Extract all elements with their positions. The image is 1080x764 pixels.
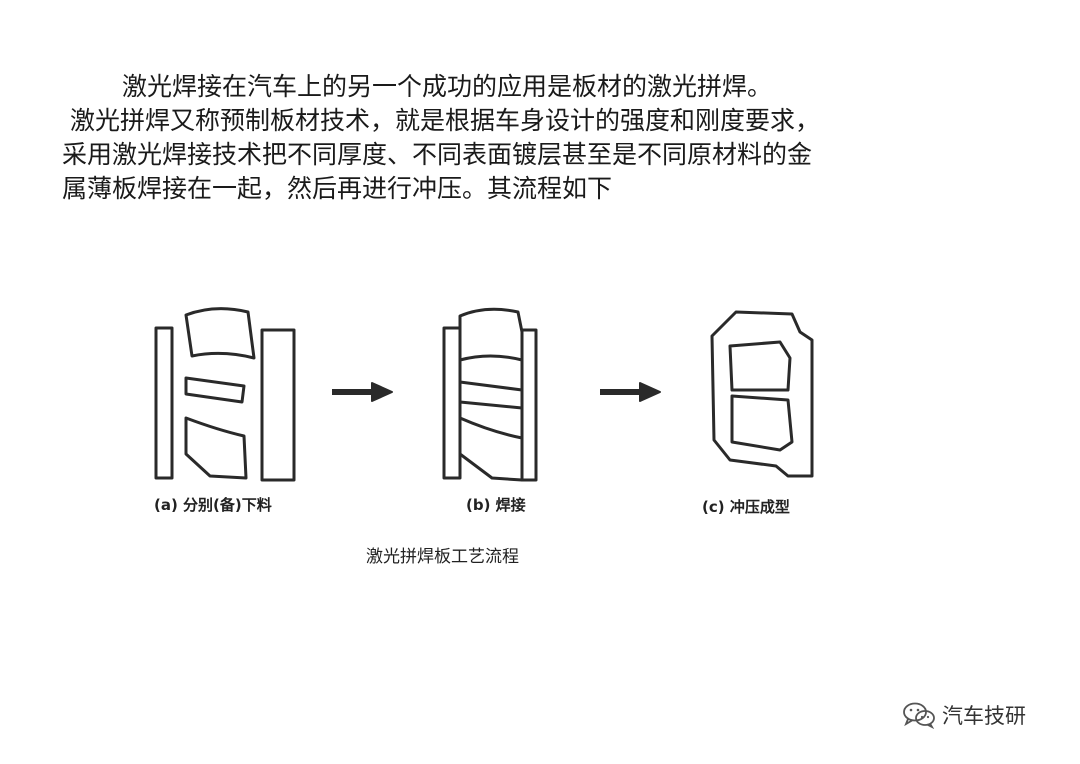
figure-caption: 激光拼焊板工艺流程: [366, 547, 519, 567]
watermark: 汽车技研: [902, 700, 1026, 730]
welded-left-strip: [442, 326, 462, 480]
stamped-lower-panel: [730, 394, 794, 452]
paragraph-line-1: 激光焊接在汽车上的另一个成功的应用是板材的激光拼焊。: [122, 72, 773, 101]
lower-blank: [184, 416, 248, 480]
intro-paragraph: 激光焊接在汽车上的另一个成功的应用是板材的激光拼焊。 激光拼焊又称预制板材技术，…: [62, 70, 962, 206]
wechat-icon: [903, 702, 935, 729]
welded-outline: [458, 307, 524, 482]
upper-blank: [184, 307, 256, 360]
step-a-blanks: [154, 307, 296, 482]
weld-seam-3: [459, 400, 523, 410]
watermark-text: 汽车技研: [942, 704, 1026, 728]
arrow-1: [332, 382, 393, 402]
step-a-label: (a) 分别(备)下料: [154, 496, 272, 514]
step-b-label: (b) 焊接: [466, 496, 526, 514]
step-b-welded: [442, 307, 538, 482]
paragraph-line-4: 属薄板焊接在一起，然后再进行冲压。其流程如下: [62, 174, 613, 203]
middle-blank: [184, 376, 246, 404]
process-diagram: [154, 307, 814, 482]
process-figure: (a) 分别(备)下料 (b) 焊接 (c) 冲压成型: [140, 290, 860, 530]
welded-right-strip: [520, 328, 538, 482]
weld-seam-1: [459, 354, 523, 362]
weld-seam-2: [459, 380, 523, 392]
paragraph-line-3: 采用激光焊接技术把不同厚度、不同表面镀层甚至是不同原材料的金: [62, 140, 813, 169]
right-strip: [260, 328, 296, 482]
left-strip: [154, 326, 174, 480]
step-c-label: (c) 冲压成型: [702, 498, 790, 516]
paragraph-line-2: 激光拼焊又称预制板材技术，就是根据车身设计的强度和刚度要求，: [70, 106, 821, 135]
stamped-outline: [710, 310, 814, 478]
stamped-upper-panel: [728, 340, 792, 392]
weld-seam-4: [459, 416, 523, 440]
arrow-2: [600, 382, 661, 402]
step-c-stamped: [710, 310, 814, 478]
